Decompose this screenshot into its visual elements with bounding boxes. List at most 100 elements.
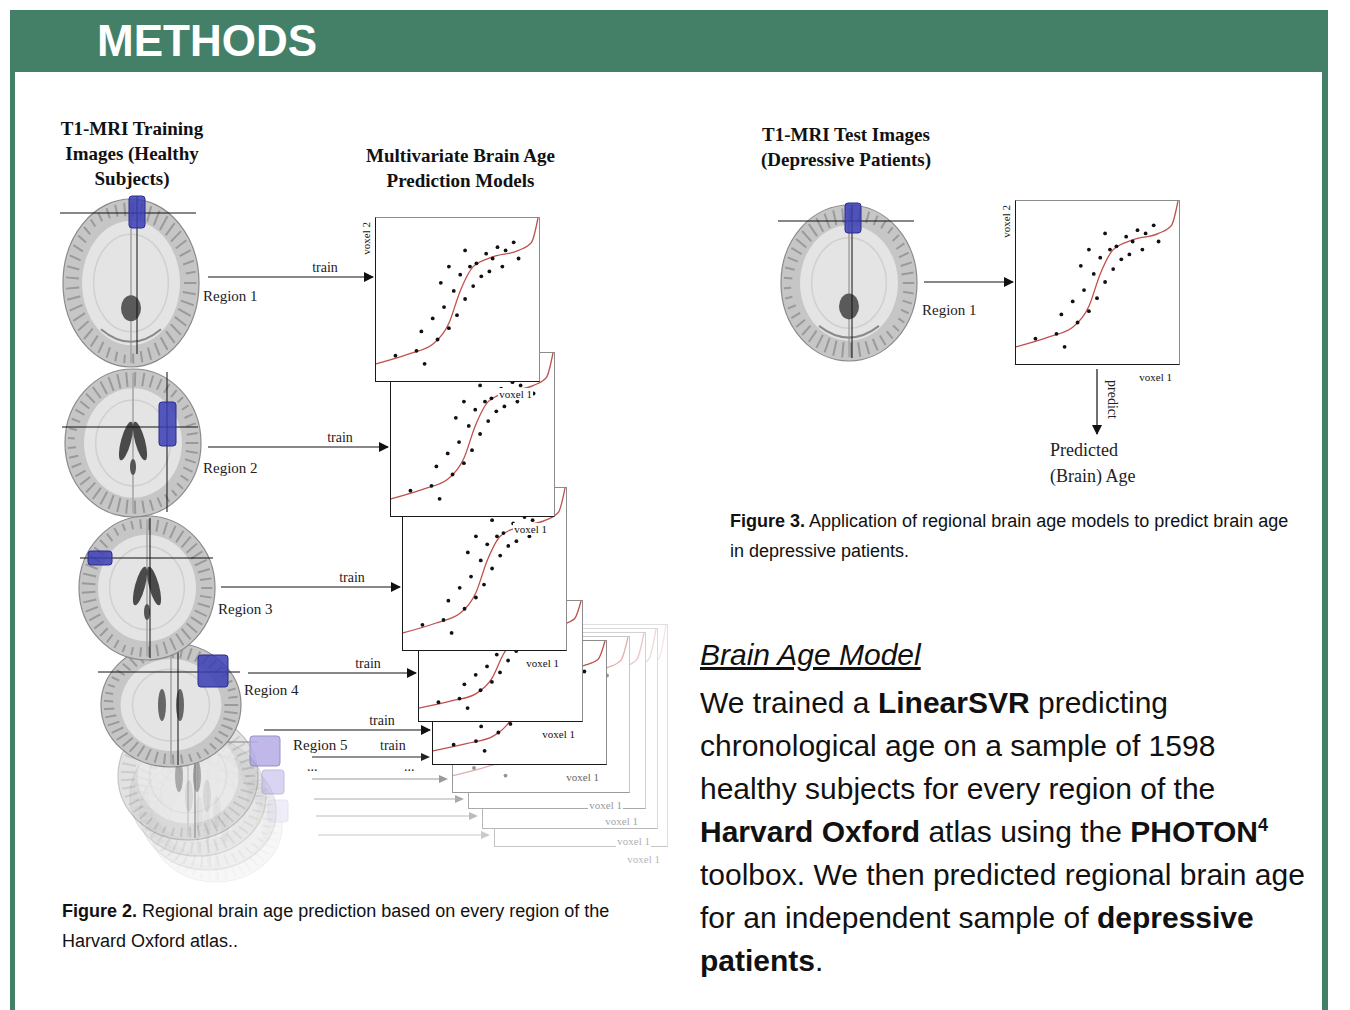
data-point bbox=[569, 683, 573, 687]
brain-outline bbox=[65, 369, 201, 517]
data-point bbox=[1152, 223, 1156, 227]
figure-caption: Figure 2. bbox=[62, 901, 137, 921]
gyrus-fold bbox=[208, 873, 211, 880]
data-point bbox=[571, 696, 575, 700]
gyrus-fold bbox=[126, 500, 127, 514]
faded-arrow bbox=[312, 778, 440, 779]
data-point bbox=[550, 706, 554, 710]
ventricle bbox=[144, 565, 164, 606]
data-point bbox=[471, 284, 475, 288]
data-point bbox=[518, 526, 522, 530]
edge-label: predict bbox=[1103, 380, 1121, 419]
gyrus-fold bbox=[84, 329, 93, 339]
scatter-plot-art bbox=[376, 218, 538, 380]
data-point bbox=[1095, 296, 1099, 300]
data-point bbox=[616, 687, 620, 691]
gyrus-fold bbox=[112, 677, 120, 681]
gyrus-fold bbox=[241, 790, 253, 793]
body-text: We trained a bbox=[700, 686, 870, 719]
data-point bbox=[588, 681, 592, 685]
data-point bbox=[553, 681, 557, 685]
gyrus-fold bbox=[201, 856, 202, 868]
gyrus-fold bbox=[903, 301, 912, 304]
gyrus-fold bbox=[171, 390, 177, 397]
data-point bbox=[526, 700, 530, 704]
data-point bbox=[463, 607, 467, 611]
data-point bbox=[462, 400, 466, 404]
axis-label: voxel 1 bbox=[588, 799, 623, 811]
midline bbox=[132, 373, 134, 514]
data-point bbox=[506, 544, 510, 548]
region-mask bbox=[159, 402, 176, 446]
gyrus-fold bbox=[124, 203, 125, 216]
gyrus-fold bbox=[232, 853, 237, 862]
data-point bbox=[530, 681, 534, 685]
edge-label: train bbox=[368, 713, 396, 728]
data-point bbox=[437, 700, 441, 704]
gyrus-fold bbox=[93, 387, 101, 398]
data-point bbox=[560, 678, 564, 682]
gyrus-fold bbox=[880, 336, 886, 346]
gyrus-fold bbox=[78, 236, 86, 243]
gyrus-fold bbox=[146, 749, 151, 760]
gyrus-fold bbox=[255, 802, 262, 805]
gyrus-fold bbox=[816, 218, 823, 232]
gyrus-fold bbox=[112, 728, 124, 733]
fit-curve bbox=[483, 629, 656, 807]
data-point bbox=[596, 716, 600, 720]
region-mask bbox=[262, 770, 284, 794]
gyrus-fold bbox=[788, 305, 796, 308]
gyrus-fold bbox=[93, 488, 101, 499]
gyrus-fold bbox=[873, 339, 878, 350]
data-point bbox=[579, 755, 583, 759]
data-point bbox=[530, 740, 534, 744]
data-point bbox=[450, 631, 454, 635]
gyrus-fold bbox=[125, 793, 137, 797]
gyrus-fold bbox=[123, 738, 133, 747]
axis-label: voxel 2 bbox=[999, 205, 1013, 238]
gyrus-fold bbox=[175, 317, 187, 326]
gyrus-fold bbox=[80, 477, 90, 485]
ventricle bbox=[144, 604, 150, 620]
axis-label-holder: voxel 1 bbox=[588, 795, 623, 813]
gyrus-fold bbox=[123, 645, 126, 652]
midline bbox=[146, 520, 148, 657]
data-point bbox=[528, 739, 532, 743]
data-point bbox=[531, 676, 535, 680]
gyrus-fold bbox=[100, 492, 107, 505]
gyrus-fold bbox=[123, 355, 126, 363]
data-point bbox=[488, 270, 492, 274]
data-point bbox=[474, 534, 478, 538]
gyrus-fold bbox=[217, 856, 219, 867]
data-point bbox=[592, 689, 596, 693]
body-text: PHOTON bbox=[1130, 815, 1258, 848]
gyrus-fold bbox=[225, 871, 227, 879]
prediction-model-plot: voxel 2voxel 1 bbox=[375, 217, 540, 382]
data-point bbox=[525, 720, 529, 724]
brain-outline bbox=[79, 516, 215, 660]
gyrus-fold bbox=[187, 623, 197, 632]
data-point bbox=[1136, 228, 1140, 232]
brainstem bbox=[839, 293, 859, 319]
edge-label-holder: train bbox=[338, 568, 366, 586]
data-point bbox=[606, 677, 610, 681]
label-block: train bbox=[380, 738, 406, 754]
data-point bbox=[533, 805, 537, 809]
gyrus-fold bbox=[165, 838, 170, 846]
data-point bbox=[543, 635, 547, 639]
gyrus-fold bbox=[176, 531, 183, 543]
data-point bbox=[478, 432, 482, 436]
data-point bbox=[447, 265, 451, 269]
data-point bbox=[534, 629, 538, 633]
region-label: Region 5 bbox=[293, 737, 348, 753]
gyrus-fold bbox=[172, 755, 174, 765]
gyrus-fold bbox=[215, 738, 223, 744]
data-point bbox=[454, 416, 458, 420]
data-point bbox=[547, 666, 551, 670]
data-point bbox=[548, 666, 552, 670]
data-point bbox=[520, 788, 524, 792]
gyrus-fold bbox=[109, 495, 114, 509]
gyrus-fold bbox=[178, 309, 190, 316]
gyrus-fold bbox=[75, 410, 84, 415]
gyrus-fold bbox=[72, 463, 82, 467]
